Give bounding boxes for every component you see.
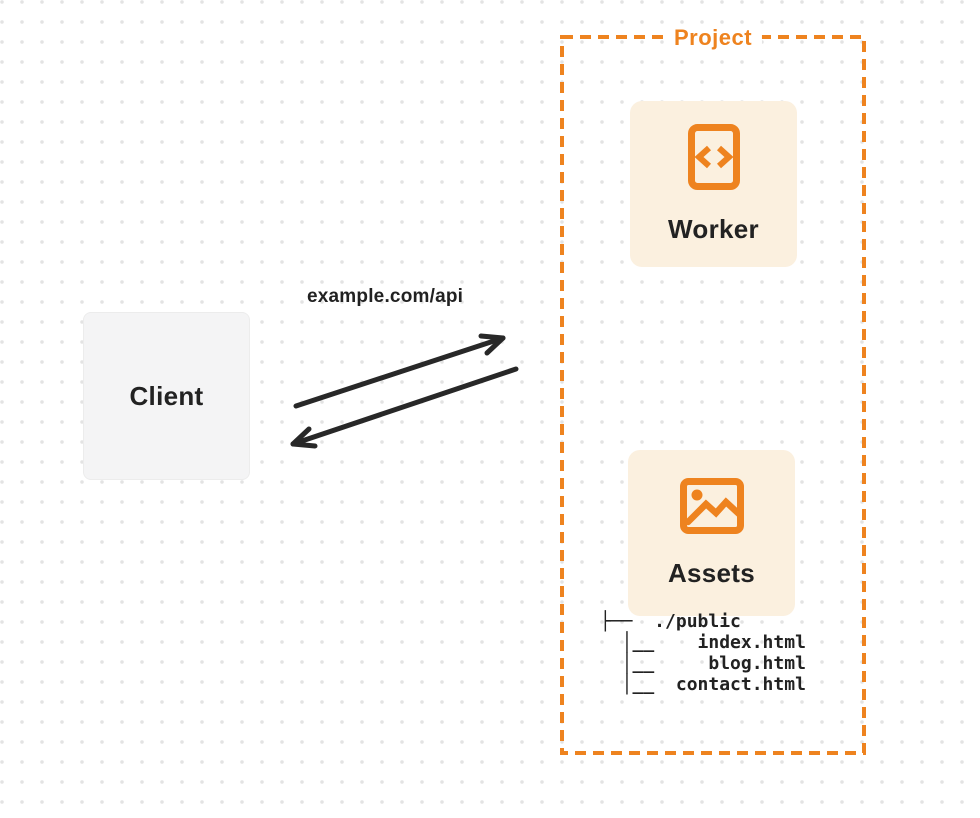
file-tree-item: │__ blog.html: [600, 653, 806, 674]
file-tree-item: │__ index.html: [600, 632, 806, 653]
project-container: Project Worker Assets ├── ./public │__ i…: [560, 24, 866, 755]
worker-node: Worker: [630, 101, 797, 267]
code-icon: [687, 123, 740, 190]
response-arrow: [290, 366, 519, 449]
client-node: Client: [83, 312, 250, 480]
assets-label: Assets: [667, 557, 756, 588]
project-label: Project: [663, 24, 763, 51]
assets-node: Assets: [628, 450, 795, 616]
request-response-arrows: [290, 333, 519, 449]
file-tree-root: ├── ./public: [600, 611, 741, 632]
file-tree-item: │__ contact.html: [600, 674, 806, 695]
client-label: Client: [129, 380, 204, 411]
image-icon: [679, 477, 744, 534]
worker-label: Worker: [668, 213, 759, 244]
file-tree: ├── ./public │__ index.html │__ blog.htm…: [600, 611, 806, 695]
request-url-label: example.com/api: [307, 286, 464, 307]
request-arrow: [293, 333, 506, 409]
